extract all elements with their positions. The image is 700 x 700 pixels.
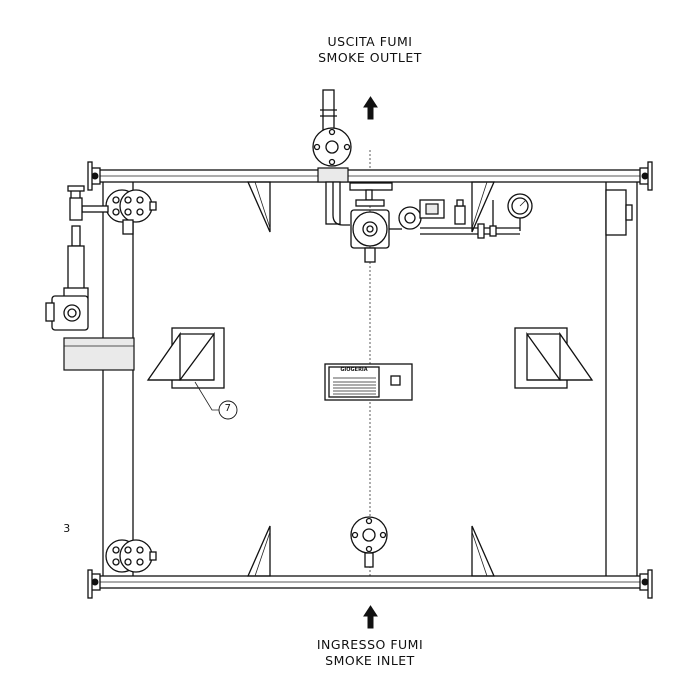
- inlet-arrow: [363, 605, 378, 629]
- nameplate: [324, 363, 413, 401]
- callout-7-number: 7: [224, 403, 232, 414]
- callout-7: [194, 381, 238, 420]
- right-gusset-bracket: [514, 327, 594, 389]
- side-columns: [102, 182, 638, 576]
- inlet-label-english: SMOKE INLET: [325, 653, 415, 668]
- side-number-label: 3: [63, 522, 71, 535]
- lower-left-flange-pair: [105, 539, 157, 573]
- bottom-stiffeners: [247, 525, 495, 577]
- inlet-label-italian: INGRESSO FUMI: [316, 637, 424, 652]
- outlet-pipe-assembly: [312, 89, 352, 225]
- left-actuator-assembly: [45, 185, 135, 371]
- left-gusset-bracket: [146, 327, 225, 389]
- upper-left-flange-pair: [105, 189, 157, 235]
- outlet-arrow: [363, 96, 378, 120]
- right-side-bracket: [605, 189, 633, 236]
- nameplate-brand: GIOGERIA: [340, 367, 368, 373]
- top-stiffeners: [247, 181, 495, 233]
- top-frame-rail: [87, 161, 653, 191]
- outlet-label-italian: USCITA FUMI: [327, 34, 413, 49]
- valve-assembly: [332, 182, 533, 263]
- outlet-label-english: SMOKE OUTLET: [318, 50, 422, 65]
- bottom-frame-rail: [87, 569, 653, 599]
- inlet-flange: [350, 516, 388, 568]
